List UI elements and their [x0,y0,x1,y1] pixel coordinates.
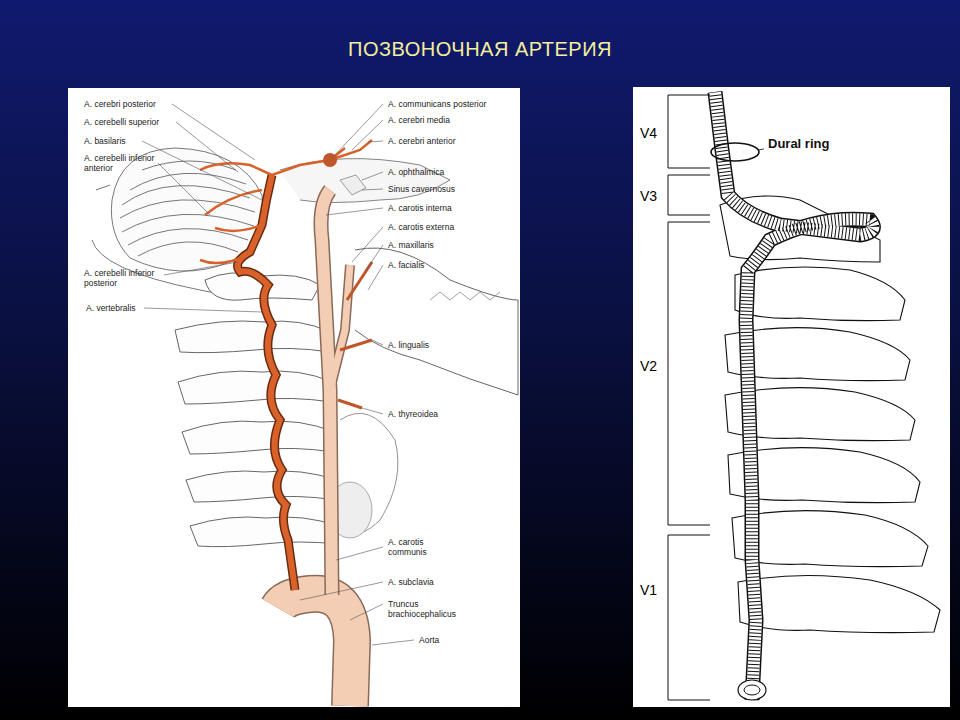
artery-label: A. cerebelli inferior anterior [84,153,156,173]
vertebral-artery [200,140,372,590]
artery-label: A. maxillaris [388,240,434,250]
left-panel [68,88,520,707]
artery-label: A. thyreoidea [388,409,438,419]
right-panel [633,87,950,707]
artery-label: A. cerebri posterior [84,99,156,109]
artery-label: Truncus brachiocephalicus [388,599,458,619]
artery-label: A. vertebralis [86,303,136,313]
sinus-label: Sinus cavernosus [388,184,455,194]
vertebral-artery-segments [711,92,873,700]
artery-label: A. subclavia [388,577,434,587]
slide-title: ПОЗВОНОЧНАЯ АРТЕРИЯ [0,38,960,61]
segment-brackets [668,95,710,700]
artery-label: A. basilaris [84,136,126,146]
artery-label: A. carotis communis [388,537,448,557]
artery-label: A. lingualis [388,340,429,350]
artery-label: A. ophthalmica [388,167,444,177]
artery-label: A. cerebelli superior [84,117,159,127]
artery-label: A. carotis externa [388,222,454,232]
aorta [278,594,352,706]
segment-label: V2 [640,358,657,374]
cervical-vertebrae [175,273,338,547]
mandible [355,248,518,395]
segment-label: V1 [640,582,657,598]
teeth [430,292,500,300]
segment-label: V4 [640,125,657,141]
segment-label: V3 [640,188,657,204]
artery-label: A. communicans posterior [388,99,486,109]
artery-label: A. cerebri anterior [388,136,456,146]
artery-label: A. cerebelli inferior posterior [84,268,162,288]
artery-label: Aorta [419,635,439,645]
artery-label: A. facialis [388,260,424,270]
artery-label: A. cerebri media [388,115,450,125]
ring-label: Dural ring [768,139,829,149]
leader-lines [142,104,414,645]
carotid-arteries [321,190,372,595]
artery-label: A. carotis interna [388,203,452,213]
